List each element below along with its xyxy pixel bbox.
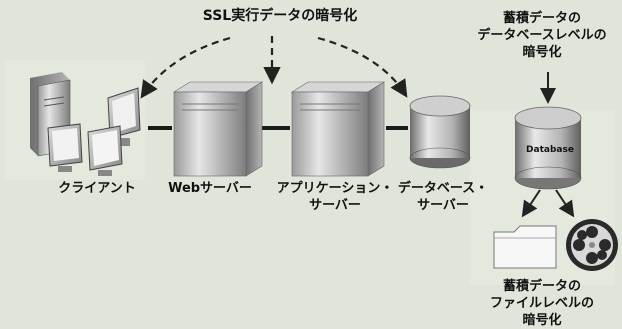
client-label: クライアント — [58, 181, 136, 196]
app-server-icon — [290, 81, 386, 177]
ssl-arrow-to-db — [317, 36, 408, 98]
ssl-title: SSL実行データの暗号化 — [202, 8, 358, 24]
db-server-icon — [409, 95, 471, 169]
db-server-label: データベース・ サーバー — [397, 181, 489, 213]
storage-db-level-label: 蓄積データの データベースレベルの 暗号化 — [477, 11, 607, 60]
folder-icon — [493, 225, 557, 269]
database-cylinder-icon — [514, 106, 582, 190]
web-server-icon — [172, 81, 264, 177]
storage-file-level-label: 蓄積データの ファイルレベルの 暗号化 — [489, 279, 594, 328]
arrow-to-reel — [555, 189, 575, 218]
web-server-label: Webサーバー — [168, 181, 252, 196]
ssl-arrows — [140, 36, 408, 99]
client-computers-icon — [30, 72, 141, 176]
arrow-to-folder — [521, 189, 541, 218]
app-server-label: アプリケーション・ サーバー — [276, 181, 394, 213]
database-tag: Database — [526, 145, 574, 155]
reel-icon — [566, 219, 618, 271]
ssl-arrow-to-client — [140, 36, 231, 99]
